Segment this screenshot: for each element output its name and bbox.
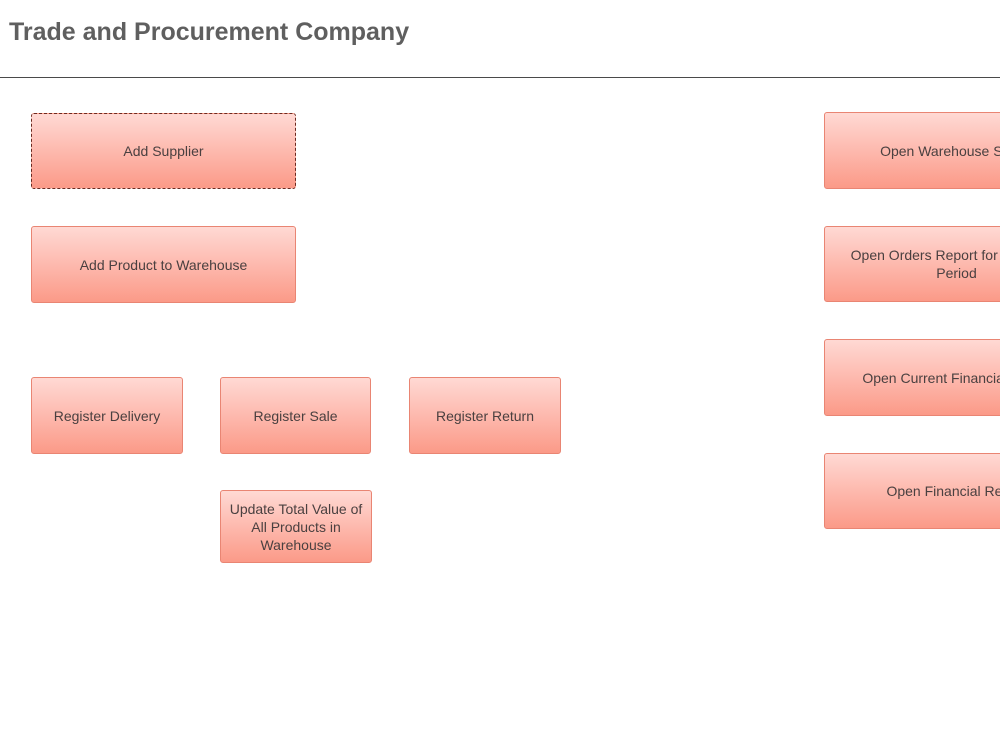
add-supplier-label: Add Supplier (123, 143, 204, 159)
open-warehouse-status-label: Open Warehouse Status (880, 142, 1000, 159)
open-financial-report-button[interactable]: Open Financial Report (824, 453, 1000, 529)
open-financial-report-label: Open Financial Report (886, 483, 1000, 499)
register-return-label: Register Return (435, 407, 535, 424)
update-total-value-button[interactable]: Update Total Value of All Products in Wa… (220, 490, 372, 563)
header-divider (0, 77, 1000, 78)
update-total-value-label: Update Total Value of All Products in Wa… (229, 500, 363, 553)
register-sale-button[interactable]: Register Sale (220, 377, 371, 454)
register-return-button[interactable]: Register Return (409, 377, 561, 454)
open-orders-report-label: Open Orders Report for a Specific Period (850, 247, 1000, 281)
add-supplier-button[interactable]: Add Supplier (31, 113, 296, 189)
open-orders-report-button[interactable]: Open Orders Report for a Specific Period (824, 226, 1000, 302)
open-current-financial-label: Open Current Financial Status (862, 369, 1000, 386)
register-delivery-label: Register Delivery (53, 407, 161, 424)
open-warehouse-status-button[interactable]: Open Warehouse Status (824, 112, 1000, 189)
add-product-to-warehouse-button[interactable]: Add Product to Warehouse (31, 226, 296, 303)
register-sale-label: Register Sale (253, 407, 338, 424)
open-current-financial-status-button[interactable]: Open Current Financial Status (824, 339, 1000, 416)
register-delivery-button[interactable]: Register Delivery (31, 377, 183, 454)
page-title: Trade and Procurement Company (9, 18, 410, 46)
add-product-label: Add Product to Warehouse (79, 256, 248, 273)
